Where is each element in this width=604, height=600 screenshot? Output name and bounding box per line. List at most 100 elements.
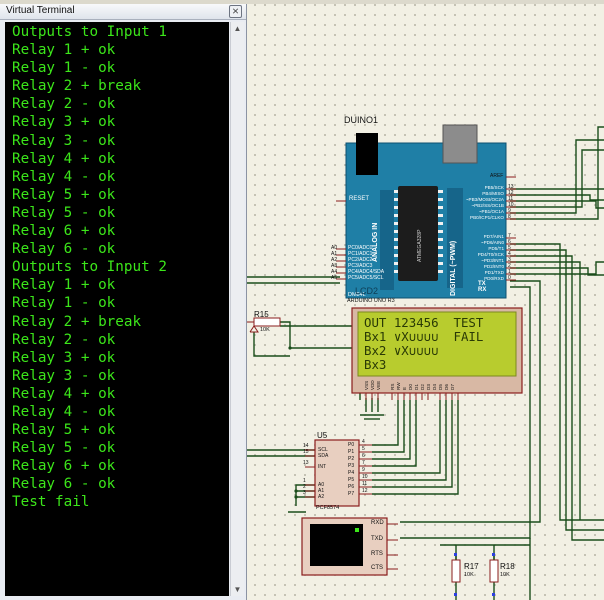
r18-value-label: 10K [500, 572, 510, 578]
pot-value-label: 10K [260, 327, 270, 333]
terminal-line: Relay 2 - ok [12, 331, 116, 348]
arduino-tx-label: TX [478, 281, 486, 287]
lcd-pin-label: RS [390, 383, 395, 390]
expander-pin-number: 10 [362, 474, 368, 480]
lcd-pin-label: D3 [426, 384, 431, 390]
arduino-digital-pin-number: 4 [508, 251, 511, 257]
terminal-symbol-pin-label: RTS [371, 551, 383, 557]
arduino-digital-pin-label: PB0/ICP1/CLKO [470, 215, 504, 220]
expander-pin-label: P2 [348, 456, 355, 462]
arduino-digital-pin-label: PD0/RXD [484, 276, 504, 281]
lcd-row: OUT 123456 TEST [364, 315, 484, 330]
lcd-pin-label: VEE [376, 380, 381, 390]
arduino-analog-label: ANALOG IN [372, 222, 379, 262]
arduino-analog-pin-label: PC5/ADC5/SCL [348, 275, 384, 281]
lcd-pin-label: D2 [420, 384, 425, 390]
arduino-digital-pin-number: 12 [508, 190, 514, 196]
arduino-digital-pin-label: ~PB3/MOSI/OC2A [465, 197, 504, 202]
lcd-pin-label: D1 [414, 384, 419, 390]
terminal-symbol-pin-label: TXD [371, 536, 383, 542]
terminal-line: Relay 4 + ok [12, 385, 116, 402]
scroll-down-icon[interactable]: ▼ [233, 585, 242, 594]
arduino-digital-pin-number: 6 [508, 239, 511, 245]
terminal-line: Relay 5 - ok [12, 204, 116, 221]
lcd-row: Bx2 ∨X∪∪∪∪ [364, 343, 439, 358]
terminal-line: Relay 4 - ok [12, 403, 116, 420]
r17-value-label: 10K [464, 572, 474, 578]
terminal-symbol-pin-label: RXD [371, 520, 384, 526]
expander-pin-number: 4 [362, 439, 365, 445]
virtual-terminal-window[interactable]: Virtual Terminal ⨯ Outputs to Input 1 Rel… [0, 4, 247, 600]
expander-pin-label: A2 [318, 494, 325, 500]
arduino-mcu-label: ATMEGA328P [417, 229, 423, 262]
terminal-line: Relay 1 + ok [12, 42, 116, 59]
terminal-line: Relay 1 + ok [12, 277, 116, 294]
arduino-analog-pin-label: PC1/ADC1 [348, 251, 373, 257]
arduino-part-label: ARDUINO UNO R3 [347, 298, 395, 304]
arduino-analog-pin-number: A2 [331, 257, 338, 263]
terminal-line: Relay 2 + break [12, 78, 142, 95]
lcd-pin-label: E [402, 386, 407, 390]
expander-pin-number: 7 [362, 460, 365, 466]
terminal-line: Outputs to Input 2 [12, 259, 167, 276]
terminal-scrollbar[interactable]: ▲ ▼ [230, 22, 244, 596]
expander-pin-label: P1 [348, 449, 355, 455]
arduino-digital-pin-label: PB5/SCK [484, 185, 504, 190]
terminal-line: Relay 3 + ok [12, 114, 116, 131]
expander-pin-number: 15 [303, 449, 309, 455]
lcd-pin-label: RW [396, 382, 401, 390]
arduino-digital-pin-number: 5 [508, 245, 511, 251]
lcd-pin-label: D0 [408, 384, 413, 390]
expander-pin-number: 5 [362, 446, 365, 452]
terminal-line: Relay 3 + ok [12, 349, 116, 366]
arduino-digital-pin-number: 0 [508, 275, 511, 281]
expander-pin-label: P7 [348, 491, 355, 497]
r18-ref-label: R18 [500, 562, 515, 571]
expander-pin-label: P5 [348, 477, 355, 483]
arduino-digital-pin-label: PD5/T1 [488, 246, 504, 251]
terminal-title: Virtual Terminal [6, 5, 75, 16]
arduino-digital-label: DIGITAL (~PWM) [450, 240, 457, 296]
terminal-title-bar[interactable]: Virtual Terminal ⨯ [0, 4, 246, 20]
arduino-digital-pin-label: ~PB1/OC1A [478, 209, 504, 214]
arduino-digital-pin-label: ~PD6/AIN0 [480, 240, 504, 245]
arduino-digital-pin-number: 7 [508, 233, 511, 239]
lcd-pin-label: VSS [364, 380, 369, 390]
lcd-pin-label: D7 [450, 384, 455, 390]
terminal-line: Relay 5 + ok [12, 186, 116, 203]
expander-pin-number: 13 [303, 460, 309, 466]
arduino-digital-pin-number: 3 [508, 257, 511, 263]
arduino-digital-pin-label: PD2/INT0 [483, 264, 504, 269]
close-icon[interactable]: ⨯ [229, 5, 242, 18]
arduino-reset-label: RESET [349, 196, 370, 202]
arduino-digital-pin-number: 13 [508, 184, 514, 190]
expander-pin-number: 12 [362, 488, 368, 494]
terminal-line: Relay 6 + ok [12, 458, 116, 475]
arduino-analog-pin-number: A1 [331, 251, 338, 257]
r17-ref-label: R17 [464, 562, 479, 571]
expander-pin-label: SCL [318, 447, 328, 453]
terminal-line: Test fail [12, 494, 90, 511]
expander-pin-label: A1 [318, 488, 325, 494]
arduino-sub-label: DM84L [348, 292, 366, 298]
expander-pin-label: SDA [318, 453, 329, 459]
scroll-up-icon[interactable]: ▲ [233, 24, 242, 33]
terminal-line: Relay 4 - ok [12, 168, 116, 185]
schematic-top-edge [0, 0, 604, 4]
expander-pin-number: 1 [303, 478, 306, 484]
terminal-line: Outputs to Input 1 [12, 24, 167, 40]
lcd-row: Bx1 ∨X∪∪∪∪ FAIL [364, 329, 484, 344]
arduino-analog-pin-number: A0 [331, 245, 338, 251]
expander-pin-number: 6 [362, 453, 365, 459]
expander-pin-label: INT [318, 464, 327, 470]
arduino-digital-pin-number: 11 [508, 196, 514, 202]
arduino-digital-pin-number: 9 [508, 208, 511, 214]
expander-ref-label: U5 [317, 431, 328, 440]
arduino-digital-pin-number: 2 [508, 263, 511, 269]
terminal-line: Relay 6 + ok [12, 223, 116, 240]
lcd-ref-label: LCD2 [355, 286, 379, 296]
